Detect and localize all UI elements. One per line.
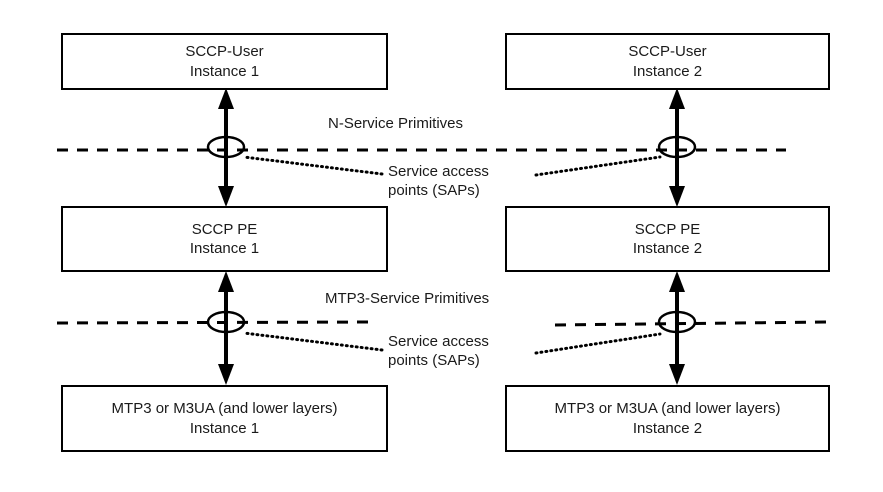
box-sccp-user-1-line1: SCCP-User: [185, 43, 264, 60]
box-sccp-pe-1-line2: Instance 1: [189, 240, 260, 257]
box-mtp3-2-line1: MTP3 or M3UA (and lower layers): [554, 400, 781, 417]
primitive-arrow-right-lower: [669, 271, 685, 385]
box-sccp-user-2[interactable]: SCCP-User Instance 2: [505, 33, 830, 90]
box-sccp-pe-1[interactable]: SCCP PE Instance 1: [61, 206, 388, 272]
box-mtp3-2-line2: Instance 2: [632, 419, 703, 437]
sap-ellipse-upper-right: [657, 135, 697, 159]
sap-boundary-line-lower-left: [56, 320, 376, 325]
label-sap-upper-line1: Service access: [388, 163, 489, 180]
sap-boundary-line-lower-right: [554, 320, 827, 327]
label-n-service-primitives: N-Service Primitives: [328, 114, 464, 134]
box-sccp-user-2-line2: Instance 2: [632, 62, 703, 80]
sap-leader-lower-right: [534, 332, 662, 355]
box-mtp3-1-line1: MTP3 or M3UA (and lower layers): [111, 400, 338, 417]
box-mtp3-1[interactable]: MTP3 or M3UA (and lower layers) Instance…: [61, 385, 388, 452]
sap-ellipse-lower-right: [657, 310, 697, 334]
box-sccp-pe-2-line1: SCCP PE: [634, 220, 701, 238]
sap-leader-upper-right: [534, 155, 662, 177]
box-sccp-user-2-line1: SCCP-User: [628, 43, 707, 60]
sap-ellipse-lower-left: [206, 310, 246, 334]
box-sccp-pe-1-line1: SCCP PE: [191, 220, 258, 238]
label-mtp3-service-primitives: MTP3-Service Primitives: [325, 289, 490, 309]
box-sccp-user-1[interactable]: SCCP-User Instance 1: [61, 33, 388, 90]
box-mtp3-1-line2: Instance 1: [189, 419, 260, 437]
primitive-arrow-left-upper: [218, 88, 234, 207]
box-sccp-user-1-line2: Instance 1: [189, 62, 260, 80]
label-sap-lower: Service access points (SAPs): [388, 332, 489, 371]
box-sccp-pe-2-line2: Instance 2: [632, 240, 703, 257]
label-sap-upper-line2: points (SAPs): [388, 182, 480, 200]
sap-leader-lower-left: [242, 331, 384, 352]
sap-ellipse-upper-left: [206, 135, 246, 159]
box-sccp-pe-2[interactable]: SCCP PE Instance 2: [505, 206, 830, 272]
label-sap-lower-line1: Service access: [388, 333, 489, 350]
label-sap-lower-line2: points (SAPs): [388, 352, 480, 370]
box-mtp3-2[interactable]: MTP3 or M3UA (and lower layers) Instance…: [505, 385, 830, 452]
primitive-arrow-left-lower: [218, 271, 234, 385]
label-sap-upper: Service access points (SAPs): [388, 162, 489, 201]
primitive-arrow-right-upper: [669, 88, 685, 207]
sap-leader-upper-left: [242, 155, 384, 176]
